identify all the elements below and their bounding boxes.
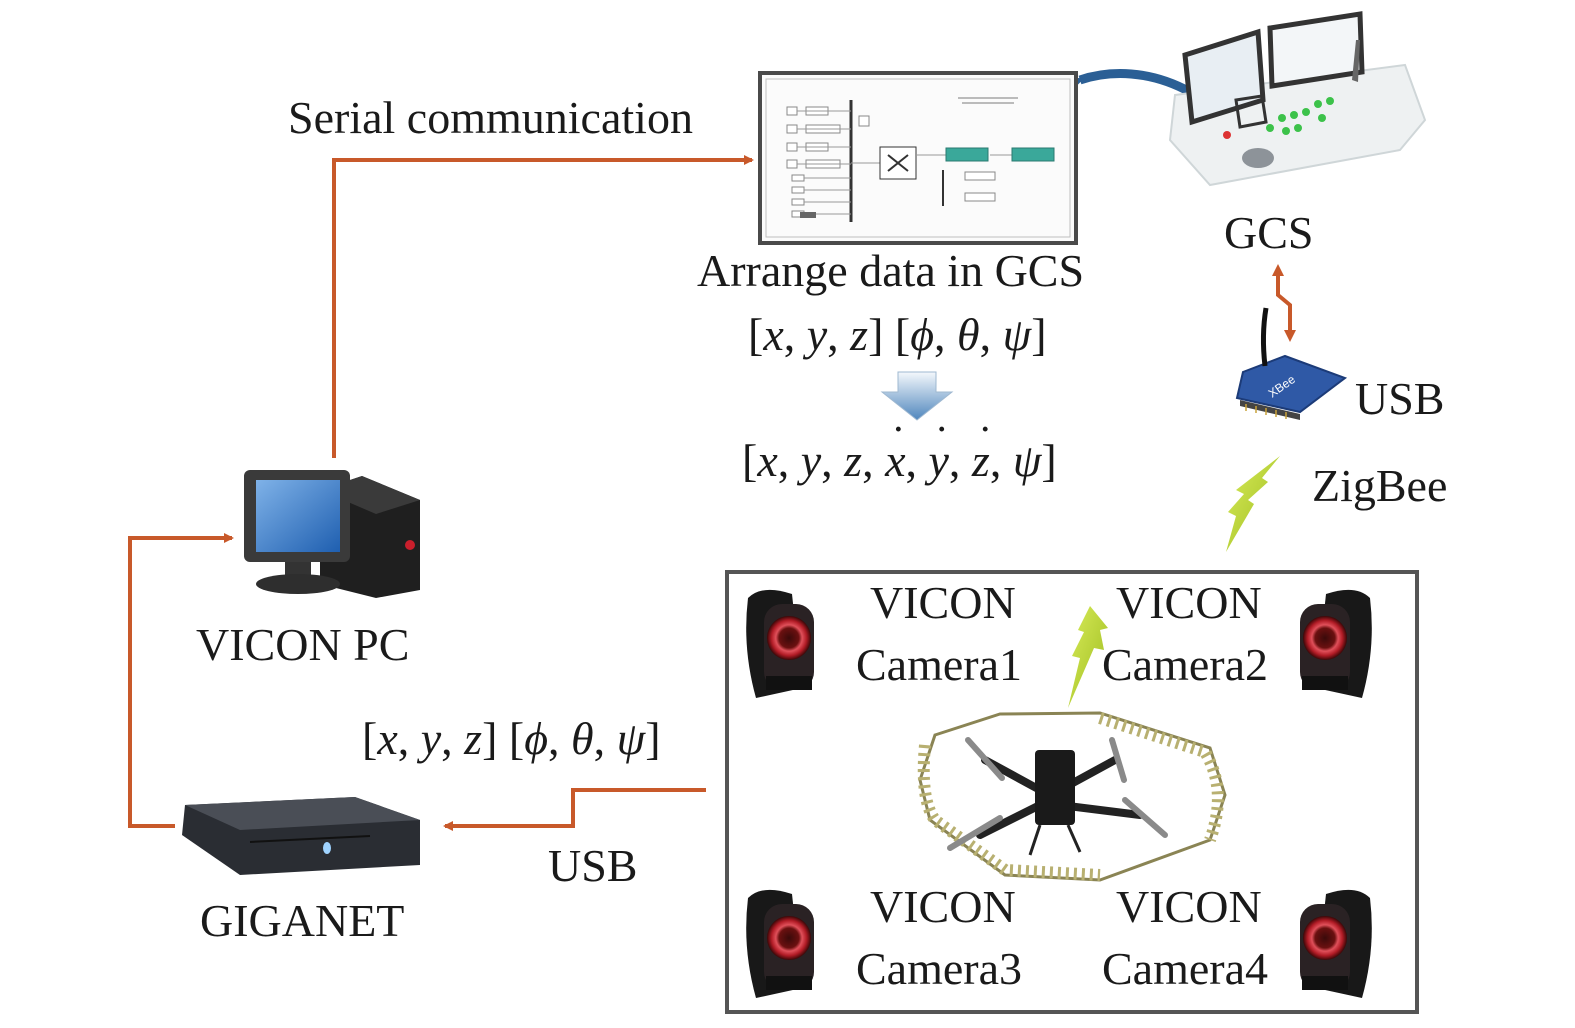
gcs-xbee-link	[1276, 270, 1292, 335]
gcs-console-icon	[1168, 11, 1427, 187]
y-dot: y	[929, 419, 950, 484]
camera-3-icon	[746, 889, 814, 998]
transform-arrow	[880, 371, 954, 421]
arrange-data-label: Arrange data in GCS	[697, 245, 1085, 296]
camera-1-label-line2: Camera1	[856, 639, 1023, 690]
z-dot: z	[972, 419, 993, 484]
x-dot: x	[885, 419, 906, 484]
camera-1-icon	[746, 589, 814, 698]
camera-2-label-line2: Camera2	[1102, 639, 1269, 690]
usb-top-label: USB	[1355, 373, 1445, 424]
usb-wire	[443, 788, 706, 831]
simulink-model-box	[758, 71, 1078, 245]
zigbee-label: ZigBee	[1312, 460, 1448, 511]
serial-communication-label: Serial communication	[288, 92, 693, 143]
quad-bolt-icon	[1068, 606, 1108, 708]
zigbee-bolt-icon	[1226, 456, 1280, 552]
usb-bottom-label: USB	[548, 840, 638, 891]
camera-area-frame	[725, 570, 1419, 1014]
xbee-module-icon: XBee	[1235, 307, 1348, 420]
gcs-converted-state-vector: [x, y, z, x, y, z, ψ]	[742, 419, 1057, 484]
giganet-state-vector: [x, y, z] [ϕ, θ, ψ]	[362, 713, 661, 764]
camera-3-label-line2: Camera3	[856, 943, 1023, 994]
quadrotor-icon	[917, 711, 1227, 882]
camera-4-icon	[1300, 889, 1372, 998]
camera-4-label-line1: VICON	[1116, 881, 1262, 932]
vicon-pc-label: VICON PC	[196, 619, 410, 670]
camera-4-label-line2: Camera4	[1102, 943, 1269, 994]
serial-wire	[332, 155, 754, 458]
gcs-raw-state-vector: [x, y, z] [ϕ, θ, ψ]	[748, 309, 1047, 360]
gcs-label: GCS	[1224, 207, 1314, 258]
giganet-label: GIGANET	[200, 895, 405, 946]
giganet-box-icon	[182, 797, 420, 875]
camera-2-label-line1: VICON	[1116, 577, 1262, 628]
gcs-arrow	[1059, 69, 1193, 97]
camera-1-label-line1: VICON	[870, 577, 1016, 628]
giganet-to-pc-wire	[128, 533, 234, 828]
camera-3-label-line1: VICON	[870, 881, 1016, 932]
vicon-pc-icon	[244, 470, 420, 598]
camera-2-icon	[1300, 589, 1372, 698]
